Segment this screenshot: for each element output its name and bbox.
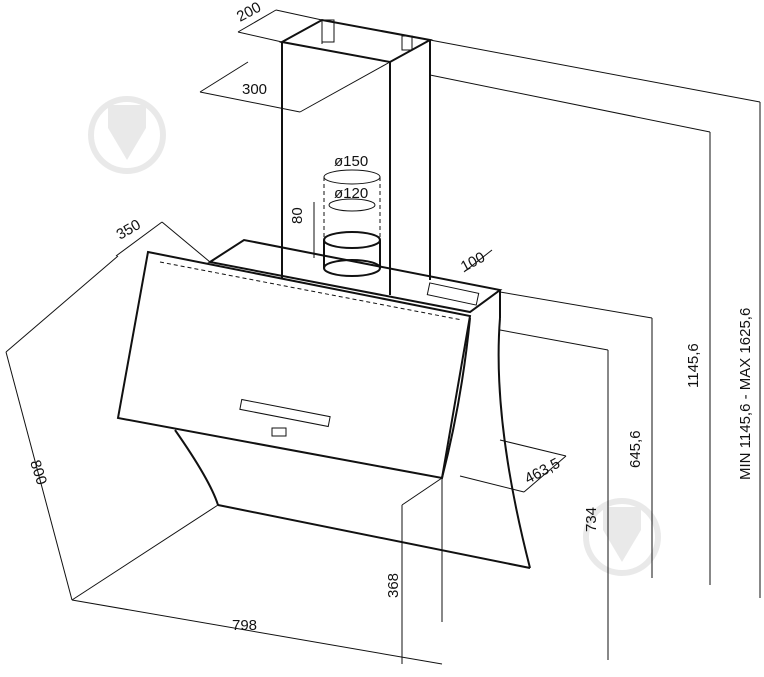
duct-collar bbox=[323, 169, 381, 277]
dim-control-offset: 100 bbox=[458, 249, 488, 276]
dim-height-min: 1145,6 bbox=[685, 343, 702, 388]
dim-duct-inner: ø120 bbox=[334, 185, 368, 202]
dim-glass-depth: 463,5 bbox=[522, 455, 563, 488]
dim-lower-height: 368 bbox=[385, 573, 402, 598]
dim-height-range: MIN 1145,6 - MAX 1625,6 bbox=[737, 308, 754, 480]
control-panel bbox=[239, 282, 480, 437]
dim-chimney-width: 300 bbox=[242, 81, 267, 98]
dim-chimney-depth: 200 bbox=[234, 0, 264, 26]
dim-canopy-height: 645,6 bbox=[627, 430, 644, 468]
dimension-lines bbox=[5, 9, 761, 665]
hood-body bbox=[174, 238, 531, 622]
dim-duct-outer: ø150 bbox=[334, 153, 368, 170]
dim-diagonal: 800 bbox=[26, 458, 50, 487]
glass-panel bbox=[116, 250, 472, 480]
dim-duct-height: 80 bbox=[289, 207, 306, 224]
watermark-icon bbox=[583, 498, 661, 576]
dim-width: 798 bbox=[232, 617, 257, 634]
dim-body-height: 734 bbox=[583, 507, 600, 532]
watermark-icon bbox=[88, 96, 166, 174]
